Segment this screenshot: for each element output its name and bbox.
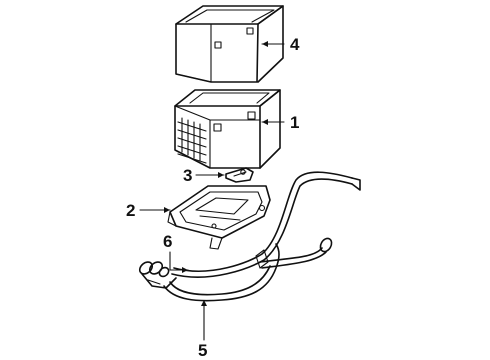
leader-lines	[139, 41, 285, 341]
hold-down-clamp	[225, 167, 254, 183]
battery-cover	[175, 5, 284, 83]
terminal-left-icon	[213, 123, 222, 132]
terminal-right-icon	[247, 111, 256, 120]
battery-cables	[138, 171, 361, 302]
battery-tray	[167, 185, 271, 250]
callout-6: 6	[163, 232, 172, 251]
callout-1: 1	[290, 113, 299, 132]
callout-2: 2	[126, 201, 135, 220]
callout-5: 5	[198, 341, 207, 360]
callout-3: 3	[183, 166, 192, 185]
callout-4: 4	[290, 35, 300, 54]
battery-cell-grid	[177, 117, 207, 164]
battery	[174, 89, 281, 169]
terminal-clamps	[138, 261, 177, 289]
eyelet-terminal-icon	[319, 237, 333, 253]
callout-numbers: 4 1 3 2 6 5	[126, 35, 300, 360]
